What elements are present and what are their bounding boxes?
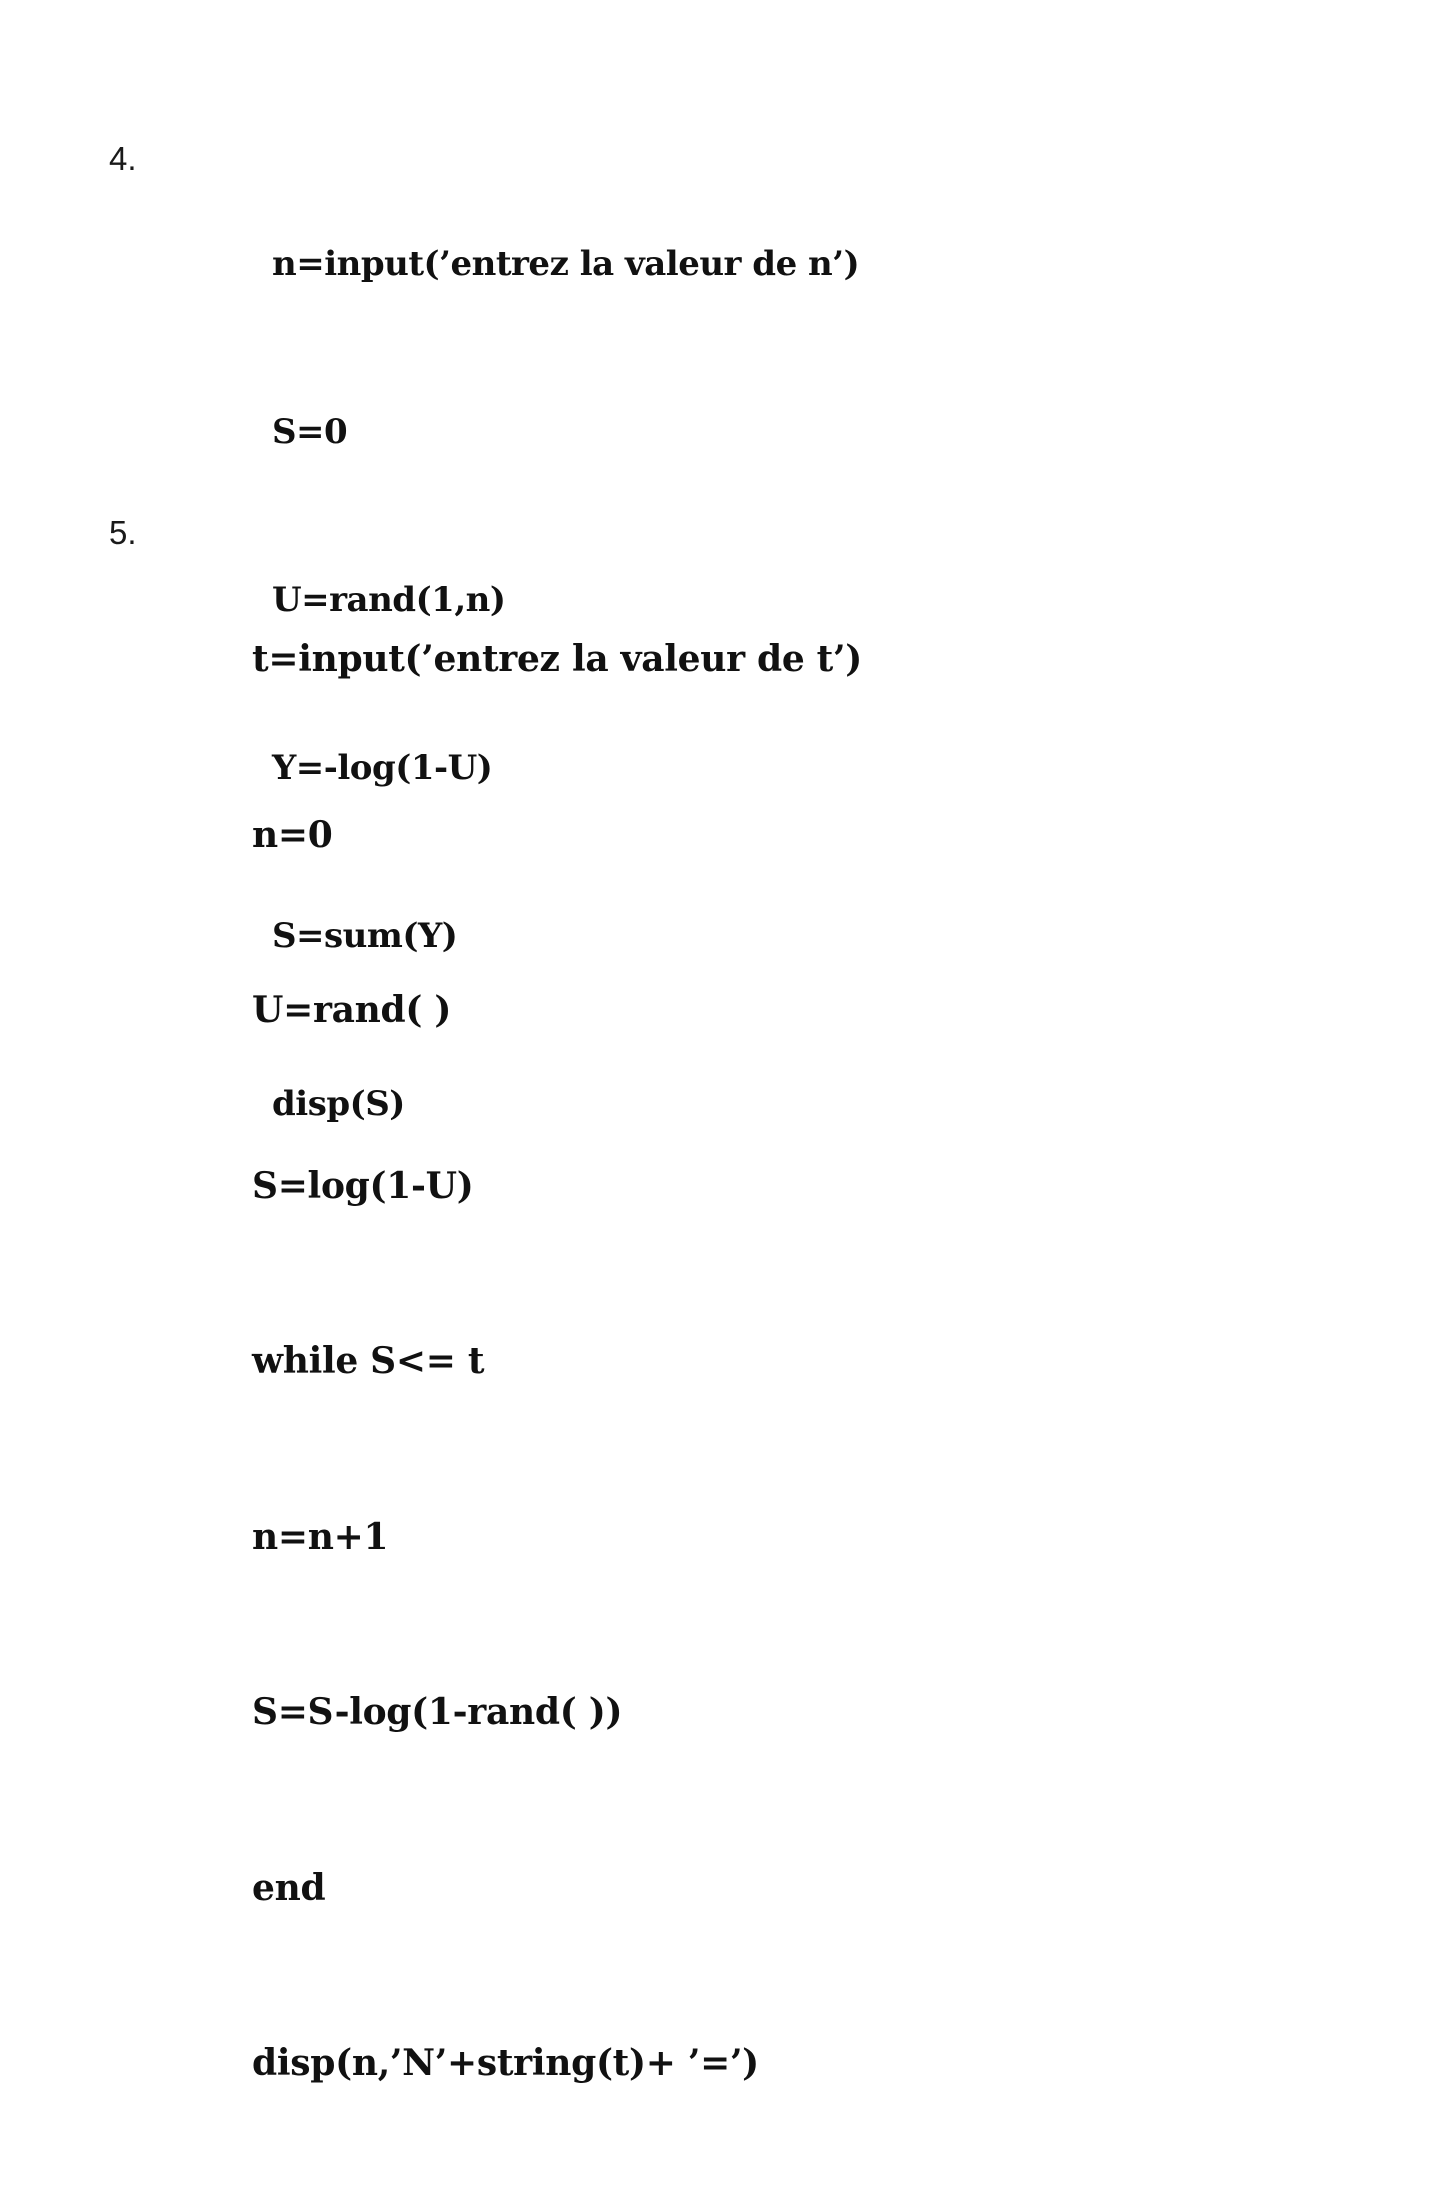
- code-line: disp(n,’N’+string(t)+ ’=’): [252, 2042, 759, 2084]
- code-line: S=log(1-U): [252, 1164, 474, 1207]
- code-block-4: n=input(’entrez la valeur de n’) S=0 U=r…: [272, 124, 860, 1244]
- code-line: S=0: [272, 412, 348, 452]
- code-line: Y=-log(1-U): [272, 748, 493, 788]
- code-line: t=input(’entrez la valeur de t’): [252, 638, 862, 680]
- document-page: 4. n=input(’entrez la valeur de n’) S=0 …: [109, 140, 863, 2084]
- code-line: while S<= t: [252, 1340, 485, 1382]
- code-line: disp(S): [272, 1084, 405, 1124]
- exercise-number-4: 4.: [109, 140, 137, 177]
- code-line: U=rand(1,n): [272, 580, 506, 620]
- code-line: n=input(’entrez la valeur de n’): [272, 244, 860, 284]
- exercise-number-5: 5.: [109, 514, 137, 551]
- code-line: S=sum(Y): [272, 916, 458, 956]
- code-block-5: t=input(’entrez la valeur de t’) n=0 U=r…: [252, 513, 862, 2210]
- code-line: S=S-log(1-rand( )): [252, 1691, 623, 1733]
- code-line: U=rand( ): [252, 989, 452, 1031]
- code-line: n=0: [252, 813, 333, 856]
- code-line: n=n+1: [252, 1515, 389, 1558]
- code-line: end: [252, 1866, 326, 1909]
